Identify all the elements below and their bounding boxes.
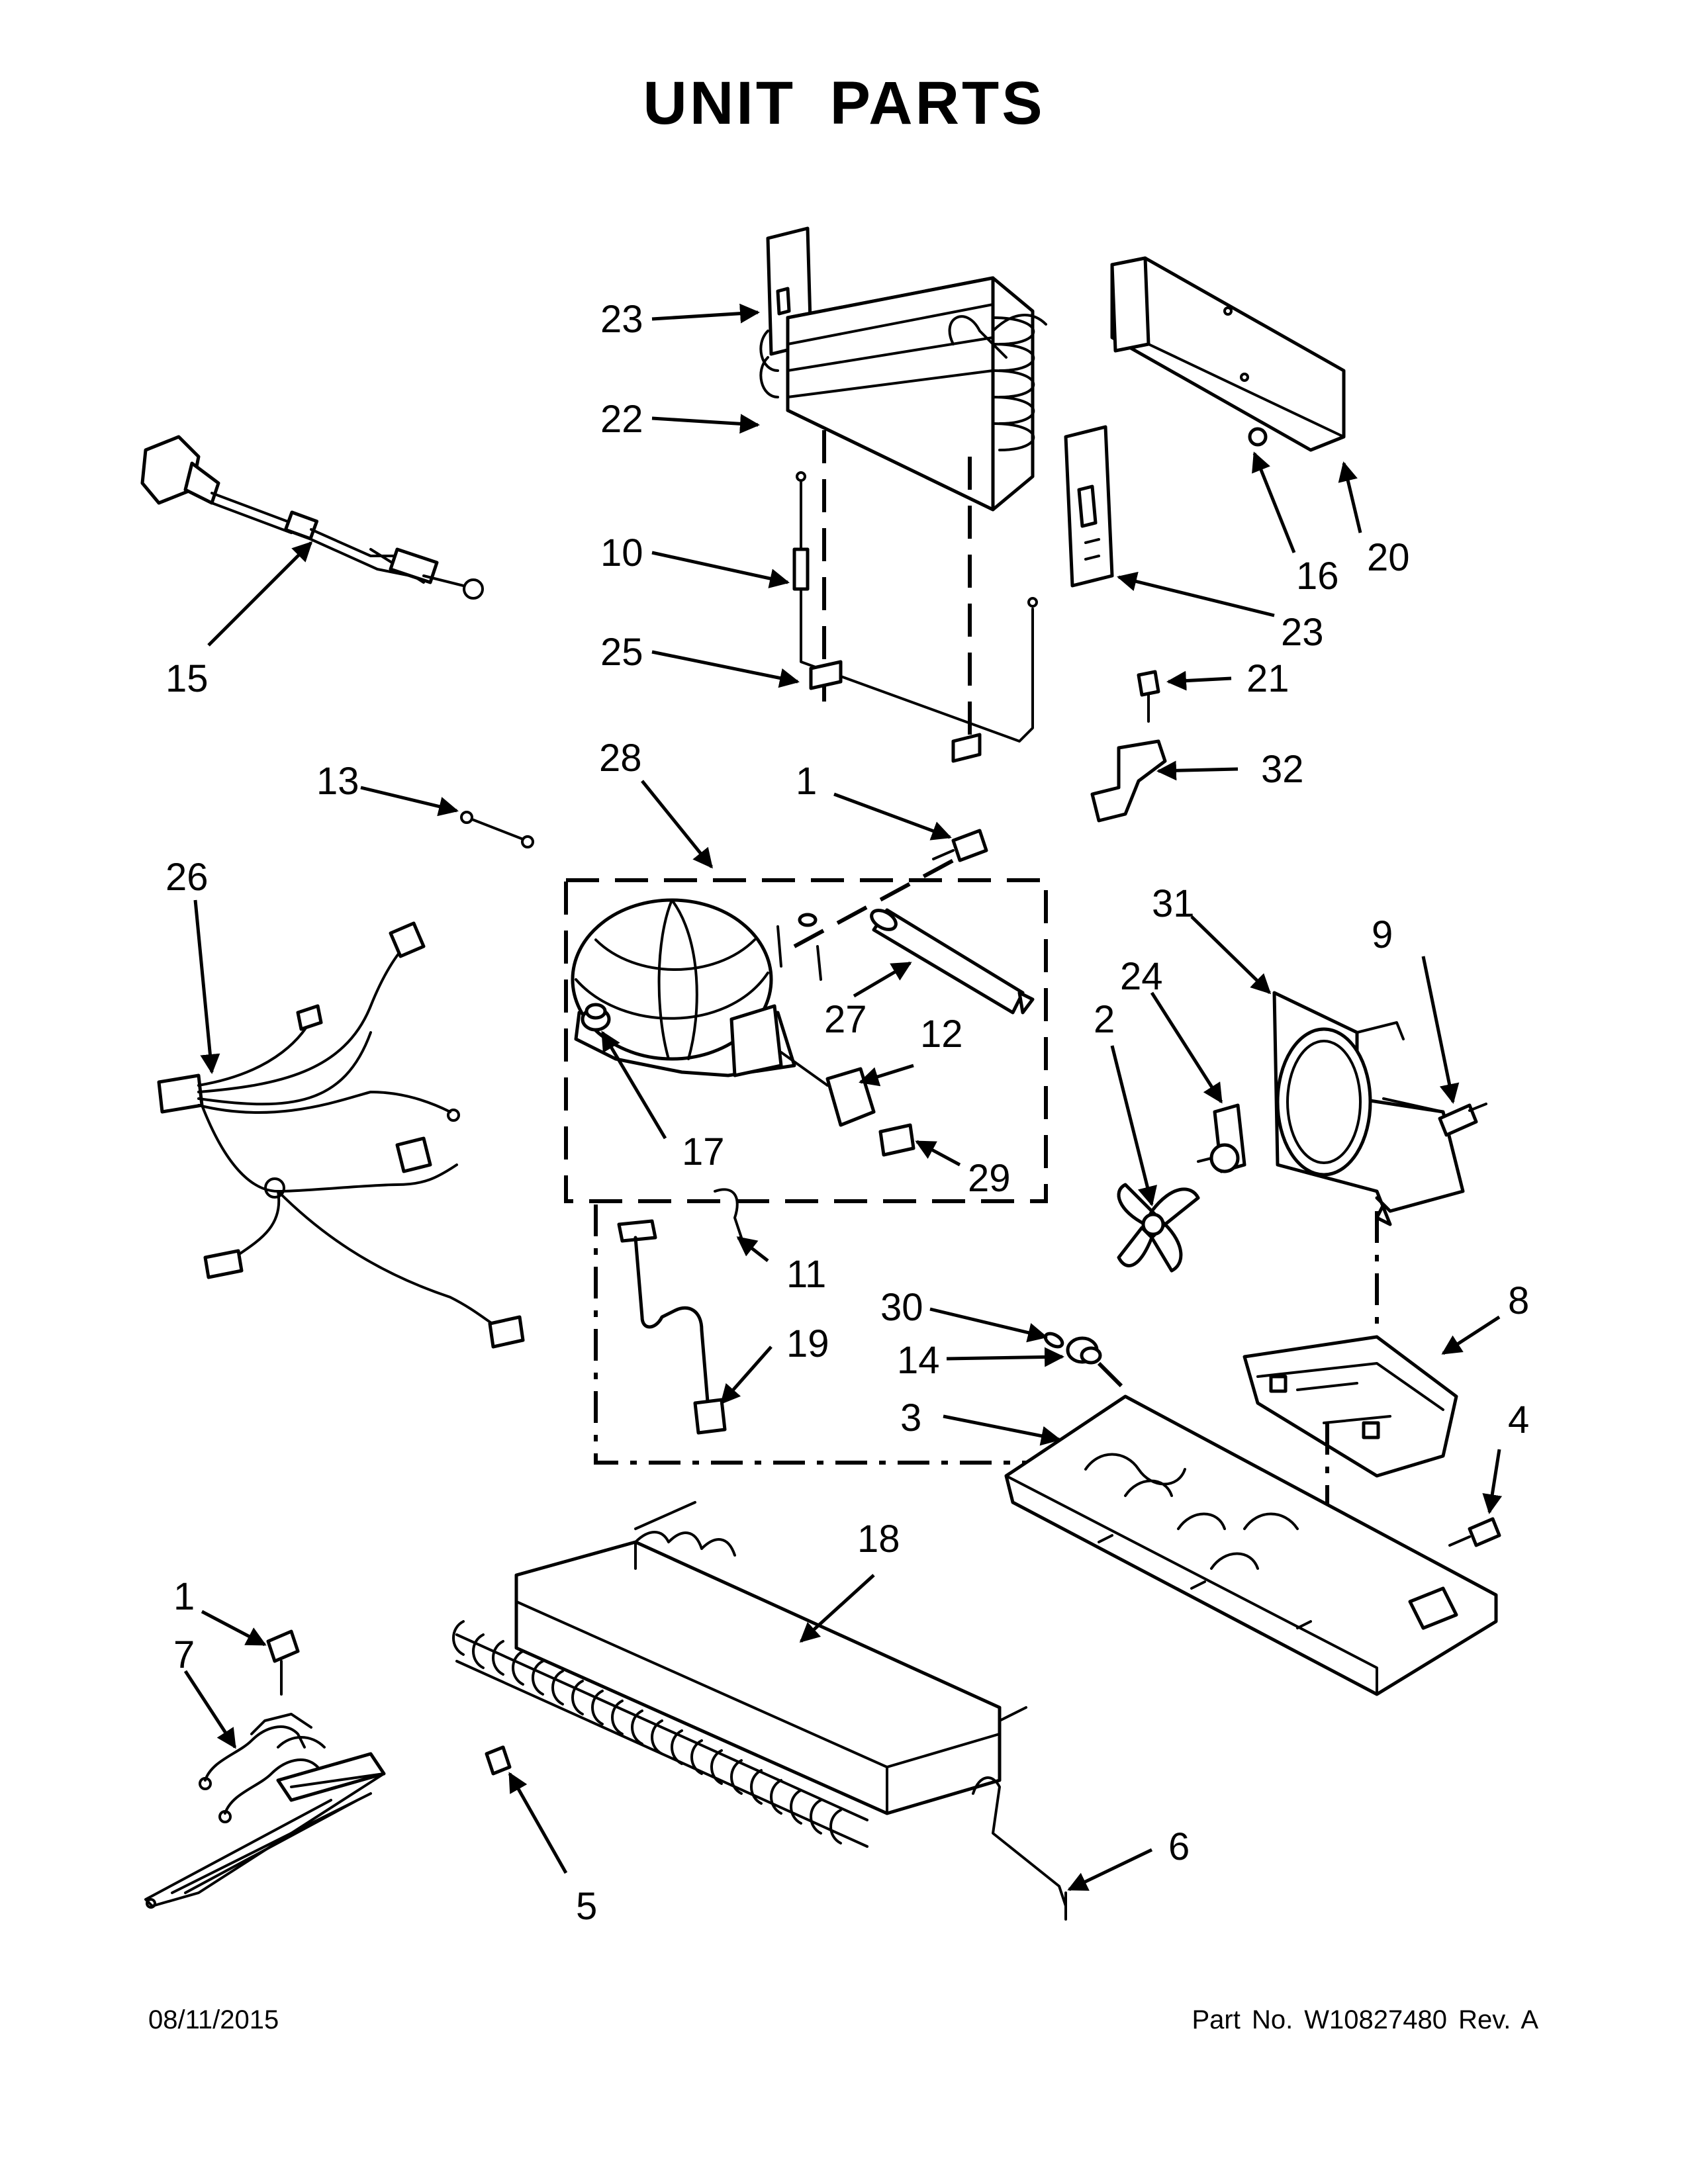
callout-10: 10	[600, 531, 643, 574]
evaporator-part	[759, 226, 1047, 512]
callout-27: 27	[824, 998, 867, 1041]
callout-20: 20	[1367, 536, 1410, 579]
callout-1-top: 1	[796, 760, 817, 803]
compressor-part	[571, 898, 822, 1077]
fan-bracket-part	[1243, 1335, 1458, 1478]
page-title: UNIT PARTS	[643, 69, 1045, 137]
callout-3: 3	[900, 1396, 921, 1439]
wire-rod-part	[972, 1776, 1067, 1921]
callout-32: 32	[1261, 748, 1304, 791]
drain-tube-part	[617, 1219, 727, 1435]
grommet-14-part	[1066, 1336, 1102, 1365]
callout-14: 14	[897, 1339, 940, 1382]
callout-24: 24	[1120, 955, 1163, 998]
callout-13: 13	[316, 760, 359, 803]
callout-25: 25	[600, 631, 643, 674]
callout-4: 4	[1508, 1398, 1529, 1441]
callout-1-bottom: 1	[173, 1575, 195, 1618]
condenser-part	[452, 1501, 1027, 1848]
tube-11-part	[714, 1188, 743, 1239]
fan-shroud-part	[1272, 991, 1465, 1226]
callout-8: 8	[1508, 1279, 1529, 1322]
callout-11: 11	[786, 1253, 826, 1296]
sensor-wire-part	[792, 471, 1038, 743]
callout-29: 29	[968, 1157, 1011, 1200]
relay-part	[780, 1051, 876, 1127]
callout-15: 15	[165, 657, 209, 700]
callout-31: 31	[1152, 882, 1195, 925]
callout-19: 19	[786, 1322, 829, 1365]
compressor-assembly-box	[564, 878, 1048, 1203]
link-wire-part	[460, 811, 534, 848]
callout-22: 22	[600, 398, 643, 441]
dashdot-grommet	[1097, 1361, 1127, 1392]
screw-4-part	[1448, 1517, 1501, 1547]
callout-23-right: 23	[1281, 611, 1324, 654]
heater-part	[144, 1713, 386, 1909]
callout-21: 21	[1246, 657, 1289, 700]
clip-5-part	[485, 1745, 512, 1776]
cover-part	[1110, 256, 1346, 452]
leader-lines	[183, 303, 1503, 1891]
screw-9-part	[1438, 1103, 1487, 1137]
footer-date: 08/11/2015	[148, 2005, 279, 2034]
fan-blade-part	[1117, 1183, 1200, 1273]
callout-5: 5	[576, 1885, 597, 1928]
grommet-part	[581, 1003, 611, 1032]
screw-lower-part	[266, 1629, 300, 1696]
drier-part	[870, 908, 1035, 1015]
power-cord-part	[140, 435, 484, 600]
base-pan-part	[1004, 1394, 1498, 1696]
connector-29-part	[878, 1123, 915, 1157]
mounting-clip-part	[809, 660, 982, 763]
screw-top-part	[932, 829, 988, 862]
callout-16: 16	[1296, 555, 1339, 598]
callout-9: 9	[1372, 913, 1393, 956]
callout-6: 6	[1168, 1825, 1190, 1868]
callout-23-top: 23	[600, 298, 643, 341]
callout-2: 2	[1094, 998, 1115, 1041]
fan-motor-part	[1197, 1103, 1246, 1173]
wire-harness-part	[157, 921, 525, 1349]
evaporator-bracket-right-part	[1064, 425, 1114, 588]
callout-labels: 23 22 10 25 23 16 20 21 32 15 13 26 28 1…	[165, 298, 1529, 1928]
callout-12: 12	[920, 1013, 963, 1056]
callout-28: 28	[599, 737, 642, 780]
bracket-32-part	[1090, 670, 1167, 823]
part-30	[1043, 1332, 1064, 1349]
footer-part-number: Part No. W10827480 Rev. A	[1192, 2005, 1538, 2034]
callout-18: 18	[857, 1518, 900, 1561]
callout-26: 26	[165, 856, 209, 899]
callout-30: 30	[880, 1286, 923, 1329]
callout-17: 17	[682, 1130, 725, 1173]
callout-7: 7	[173, 1633, 195, 1676]
